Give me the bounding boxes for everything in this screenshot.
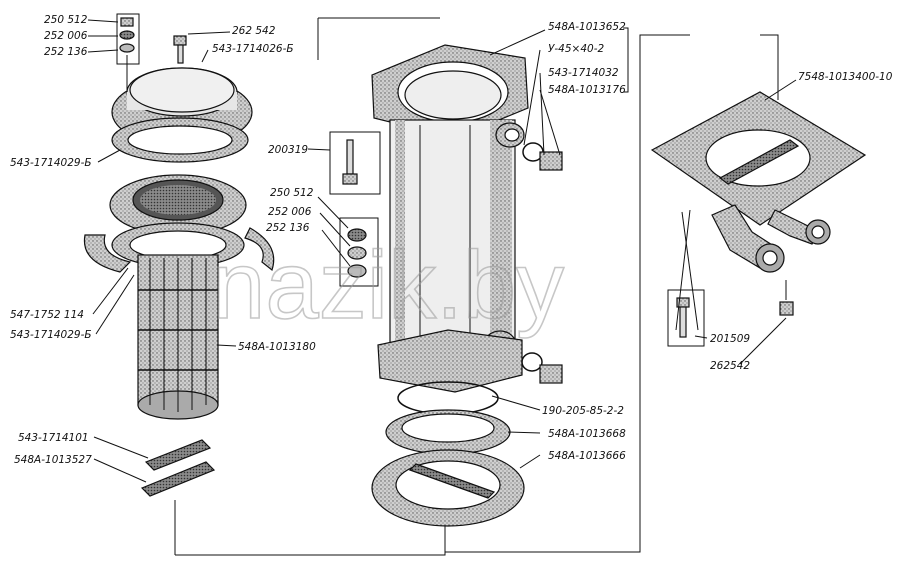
filter-bars	[140, 439, 216, 497]
label-548a-1013527: 548А-1013527	[14, 454, 92, 466]
label-548a-1013652: 548А-1013652	[548, 21, 626, 33]
label-548a-1013180: 548А-1013180	[238, 341, 316, 353]
watermark-text: nazik.by	[212, 232, 564, 339]
clamp-band	[83, 234, 132, 273]
right-base-assembly	[650, 91, 867, 347]
label-250512-left: 250 512	[44, 14, 88, 26]
label-543-1714029-lower: 543-1714029-Б	[10, 329, 92, 341]
label-548a-1013176: 548А-1013176	[548, 84, 626, 96]
ring-548a-1013668	[385, 409, 511, 455]
assembly-frame-lines	[174, 17, 779, 556]
bolt-262542-right	[779, 280, 794, 316]
label-543-1714029-upper: 543-1714029-Б	[10, 157, 92, 169]
label-262542-top: 262 542	[232, 25, 276, 37]
label-200319: 200319	[268, 144, 308, 156]
bolt-201509	[667, 289, 705, 347]
label-u-45x40-2: У-45×40-2	[548, 43, 604, 55]
label-262542-right: 262542	[710, 360, 750, 372]
connector-fitting-lower	[521, 352, 563, 384]
center-housing-assembly	[329, 44, 563, 527]
housing-cylinder	[389, 119, 516, 361]
label-250512-center: 250 512	[270, 187, 314, 199]
part-number-labels: 250 512 252 006 252 136 262 542 543-1714…	[10, 14, 893, 466]
flange-548a-1013666	[371, 449, 525, 527]
label-548a-1013668: 548А-1013668	[548, 428, 626, 440]
label-252136-left: 252 136	[44, 46, 88, 58]
label-543-1714032: 543-1714032	[548, 67, 619, 79]
left-filter-assembly	[83, 13, 275, 497]
label-547-1752114: 547-1752 114	[10, 309, 84, 321]
label-543-1714101: 543-1714101	[18, 432, 89, 444]
connector-fitting-upper	[522, 142, 563, 171]
perforated-plate	[109, 174, 247, 236]
label-252006-left: 252 006	[44, 30, 88, 42]
label-252136-center: 252 136	[266, 222, 310, 234]
label-548a-1013666: 548А-1013666	[548, 450, 626, 462]
leader-lines	[87, 19, 797, 483]
outlet-elbow	[711, 204, 831, 273]
bolt-262542-top	[173, 35, 187, 64]
label-252006-center: 252 006	[268, 206, 312, 218]
bottom-flange	[377, 329, 523, 393]
top-flange	[371, 44, 529, 139]
label-7548-1013400-10: 7548-1013400-10	[798, 71, 893, 83]
nut-stack-left	[116, 13, 140, 90]
bolt-200319	[329, 131, 381, 195]
label-190-205-85-2-2: 190-205-85-2-2	[542, 405, 624, 417]
upper-port	[495, 122, 525, 148]
nut-stack-center	[339, 217, 379, 287]
filter-cartridge	[137, 254, 219, 420]
label-543-1714026: 543-1714026-Б	[212, 43, 294, 55]
label-201509: 201509	[710, 333, 750, 345]
